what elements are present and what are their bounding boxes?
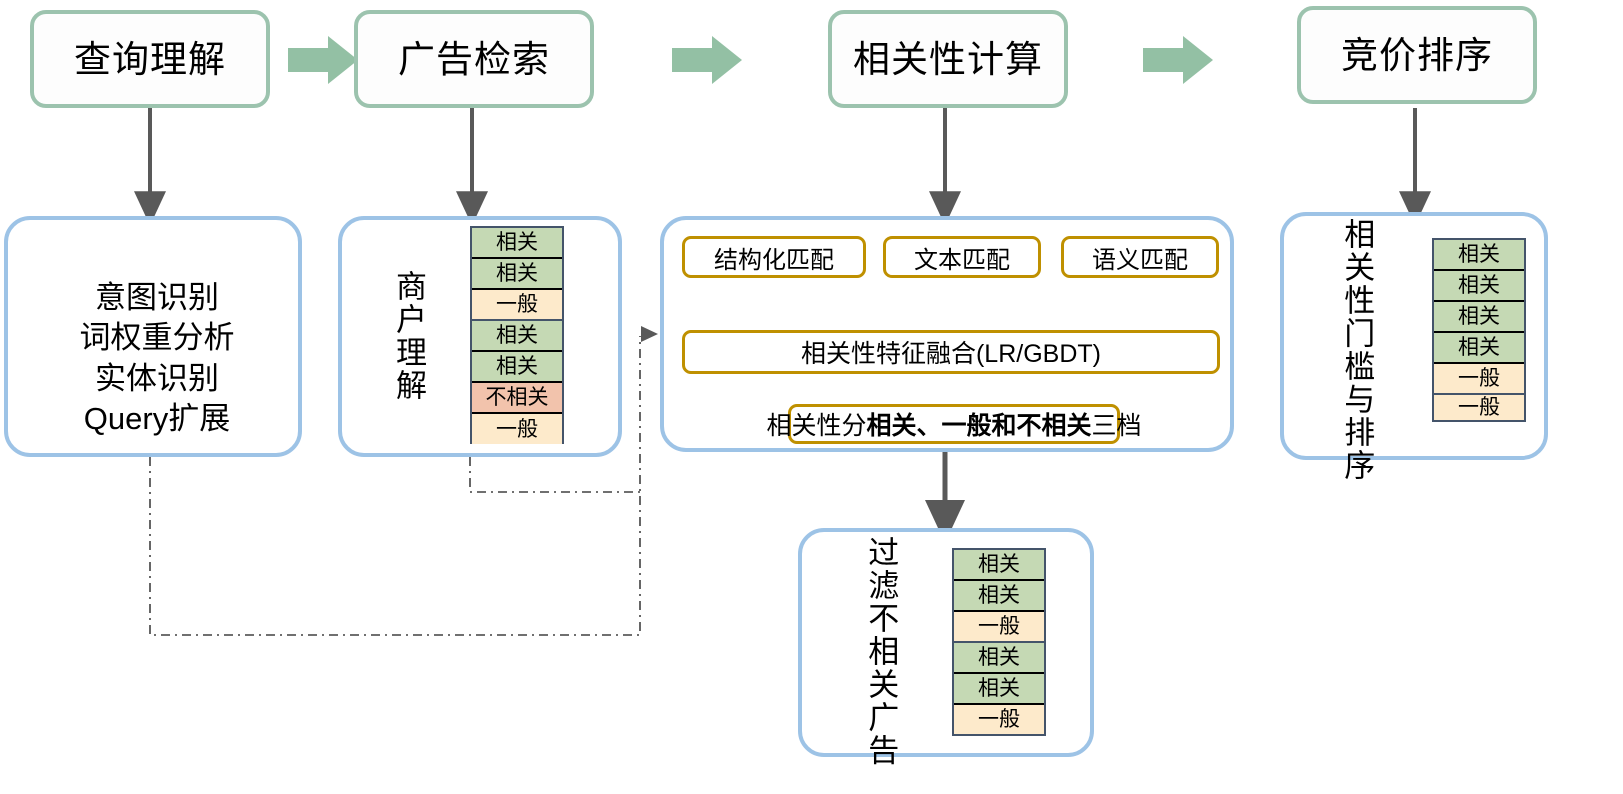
stage-box-ad-retrieval[interactable]: 广告检索 [354,10,594,108]
stage-arrow-2 [672,34,744,86]
stage-box-relevance-computation[interactable]: 相关性计算 [828,10,1068,108]
relevance-computation-panel[interactable]: 结构化匹配 文本匹配 语义匹配 相关性特征融合(LR/GBDT) 相关性分相关、… [660,216,1234,452]
chip-item: 相关 [472,259,562,290]
chip-item: 相关 [954,674,1044,705]
chip-item: 一般 [1434,364,1524,395]
score-bold: 相关、一般和不相关 [866,412,1092,440]
chip-item: 一般 [954,612,1044,643]
chip-item: 一般 [472,290,562,321]
relevance-threshold-panel[interactable]: 相关性门槛与排序 相关 相关 相关 相关 一般 一般 [1280,212,1548,482]
stage-arrow-3 [1143,34,1215,86]
score-suffix: 三档 [1091,412,1142,440]
chip-item: 相关 [472,228,562,259]
chip-item: 相关 [1434,271,1524,302]
filter-chip-stack: 相关 相关 一般 相关 相关 一般 [952,548,1046,736]
merchant-chip-stack: 相关 相关 一般 相关 相关 不相关 一般 [470,226,564,444]
chip-item: 一般 [954,705,1044,734]
stage-box-bid-ranking[interactable]: 竞价排序 [1297,6,1537,104]
feature-fusion-label: 相关性特征融合(LR/GBDT) [800,340,1101,368]
query-detail-lines: 意图识别 词权重分析 实体识别 Query扩展 [79,280,235,436]
merchant-understanding-panel[interactable]: 商户理解 相关 相关 一般 相关 相关 不相关 一般 [338,216,622,457]
feedback-arrowhead [641,326,658,342]
threshold-vertical-label: 相关性门槛与排序 [1339,218,1375,482]
relevance-score-box[interactable]: 相关性分相关、一般和不相关三档 [766,404,1142,444]
stage-label: 竞价排序 [1341,34,1493,76]
stage-label: 查询理解 [74,38,226,80]
threshold-chip-stack: 相关 相关 相关 相关 一般 一般 [1432,238,1526,422]
chip-item: 相关 [954,581,1044,612]
chip-item: 相关 [472,321,562,352]
stage-box-query-understanding[interactable]: 查询理解 [30,10,270,108]
structured-match-label: 结构化匹配 [714,246,834,274]
text-match-label: 文本匹配 [914,246,1010,274]
filter-irrelevant-ads-panel[interactable]: 过滤不相关广告 相关 相关 一般 相关 相关 一般 [798,528,1094,767]
stage-arrow-1 [288,34,360,86]
semantic-match-label: 语义匹配 [1092,246,1188,274]
chip-item: 相关 [954,643,1044,674]
query-understanding-panel[interactable]: 意图识别 词权重分析 实体识别 Query扩展 [4,216,302,457]
chip-item: 相关 [1434,333,1524,364]
text-match-box[interactable]: 文本匹配 [883,236,1041,278]
merchant-vertical-label: 商户理解 [390,270,426,402]
chip-item: 相关 [472,352,562,383]
chip-item: 相关 [1434,240,1524,271]
structured-match-box[interactable]: 结构化匹配 [682,236,866,278]
chip-item: 一般 [472,414,562,444]
stage-label: 相关性计算 [853,38,1043,80]
stage-label: 广告检索 [398,38,550,80]
semantic-match-box[interactable]: 语义匹配 [1061,236,1219,278]
filter-vertical-label: 过滤不相关广告 [863,536,899,767]
relevance-score-text: 相关性分相关、一般和不相关三档 [766,406,1141,442]
chip-item: 相关 [954,550,1044,581]
feedback-path-merchant [469,457,640,493]
score-prefix: 相关性分 [766,412,867,440]
chip-item: 一般 [1434,395,1524,420]
chip-item: 不相关 [472,383,562,414]
feature-fusion-box[interactable]: 相关性特征融合(LR/GBDT) [682,330,1220,374]
chip-item: 相关 [1434,302,1524,333]
